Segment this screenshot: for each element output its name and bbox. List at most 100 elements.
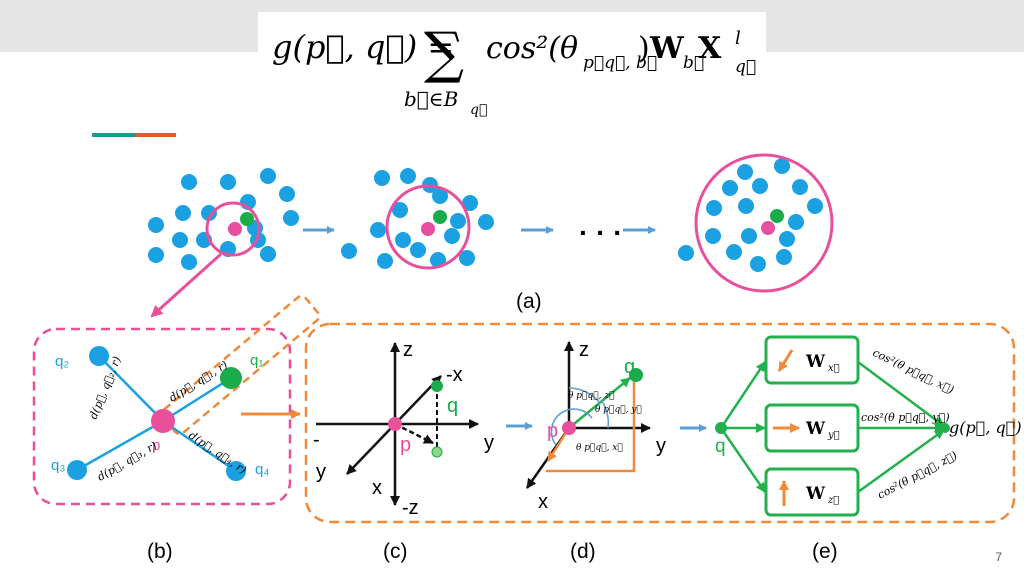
label-wy: W (805, 419, 826, 439)
neighbor-q4 (226, 461, 246, 481)
projected-point (431, 446, 443, 458)
ellipsis: · · · (579, 217, 623, 248)
center-point-p (388, 417, 402, 431)
edge-q-wz (719, 427, 767, 493)
projection-vector (394, 422, 434, 445)
projection-lines (546, 377, 636, 473)
label-p: p (547, 420, 558, 442)
panel-d: z q p y x θ p⃗q⃗, z⃗ θ p⃗q⃗, y⃗ θ p⃗q⃗, … (525, 339, 666, 563)
formula-x-superscript: l (735, 28, 741, 49)
neighbor-q3 (67, 460, 87, 480)
formula-close-paren: ) (638, 31, 650, 66)
label-theta-x: θ p⃗q⃗, x⃗ (576, 443, 623, 453)
label-cos-x: cos²(θ p⃗q⃗, x⃗) (871, 346, 956, 397)
receptive-ring-2 (385, 184, 471, 270)
label-neg-z: -z (402, 497, 419, 519)
edge-wz-out (857, 428, 945, 494)
zoom-arrow (150, 252, 223, 318)
point-cloud-2 (341, 168, 494, 269)
query-point-q-3 (770, 209, 784, 223)
label-wx: W (805, 352, 826, 372)
label-theta-z: θ p⃗q⃗, z⃗ (568, 391, 614, 401)
caption-b: (b) (147, 540, 173, 563)
label-cos-z: cos²(θ p⃗q⃗, z⃗) (875, 449, 959, 502)
page-number: 7 (995, 550, 1002, 564)
panel-b: q₂ q₁ q₃ q₄ p d(p⃗, q⃗₂, r) d(p⃗, q⃗₁, r… (32, 295, 321, 563)
label-y: y (484, 432, 494, 454)
label-p: p (152, 437, 160, 454)
formula: g(p⃗, q⃗) = ∑ cos²(θ p⃗q⃗, b⃗ ) W b⃗ X l… (272, 21, 756, 118)
label-q: q (715, 436, 726, 457)
panel-cde-frame (304, 322, 1016, 524)
label-cos-y: cos²(θ p⃗q⃗, y⃗) (861, 411, 950, 424)
label-d3: d(p⃗, q⃗₃, r) (95, 439, 159, 484)
label-wz: W (805, 484, 826, 504)
angle-arc-x (550, 408, 593, 446)
label-wz-sub: z⃗ (827, 495, 839, 506)
direction-arrow-x (777, 349, 794, 372)
accent-bar-teal (92, 133, 136, 137)
receptive-ring-3 (694, 153, 834, 293)
label-q3: q₃ (51, 457, 65, 474)
formula-w: W (649, 31, 685, 66)
neighbor-q2 (89, 346, 109, 366)
label-q2: q₂ (55, 353, 69, 370)
label-output: g(p⃗, q⃗) (949, 418, 1022, 437)
center-point-p-3 (761, 221, 775, 235)
label-theta-y: θ p⃗q⃗, y⃗ (595, 405, 642, 415)
label-y: y (656, 435, 666, 457)
label-z: z (403, 339, 413, 361)
label-wy-sub: y⃗ (827, 430, 840, 441)
center-p (151, 409, 175, 433)
label-q1: q₁ (250, 352, 263, 369)
label-d4: d(p⃗, q⃗₄, r) (186, 429, 248, 477)
formula-background (258, 12, 766, 56)
query-point-q-2 (433, 210, 447, 224)
formula-theta-subscript: p⃗q⃗, b⃗ (583, 53, 657, 73)
label-neg-x: -x (446, 364, 463, 386)
edge-wx-out (857, 360, 945, 428)
angle-arc-y (601, 400, 610, 429)
edge-p-q3 (76, 419, 164, 472)
caption-d: (d) (570, 540, 596, 563)
angle-arc-z (568, 387, 601, 404)
edge-p-q1 (162, 376, 232, 423)
formula-cos: cos²(θ (486, 31, 578, 66)
label-d2: d(p⃗, q⃗₂, r) (87, 355, 124, 422)
center-point-p-1 (228, 222, 242, 236)
accent-bar-orange (136, 133, 176, 137)
label-wx-sub: x⃗ (828, 363, 840, 374)
label-x: x (538, 491, 548, 513)
weight-box-z (764, 467, 860, 517)
caption-c: (c) (383, 540, 408, 563)
label-neg-y: - (313, 429, 320, 451)
formula-w-subscript: b⃗ (683, 53, 704, 73)
formula-x: X (698, 31, 722, 66)
caption-e: (e) (812, 540, 838, 563)
formula-sum-sign: ∑ (424, 21, 464, 86)
output-node (940, 423, 950, 433)
formula-sum-range-subscript: q⃗ (470, 102, 487, 118)
label-x: x (372, 477, 382, 499)
label-y-lower: y (316, 461, 326, 483)
panel-a: · · · (a) (148, 153, 834, 318)
formula-x-subscript: q⃗ (735, 57, 756, 77)
panel-e: W x⃗ W y⃗ W z⃗ cos²(θ p⃗q⃗, x⃗) cos²(θ p… (715, 335, 1022, 563)
receptive-ring-1 (205, 201, 261, 257)
input-node-q (715, 422, 727, 434)
label-z: z (579, 339, 589, 361)
weight-box-y (764, 403, 860, 453)
panel-b-frame (32, 327, 292, 506)
formula-lhs: g(p⃗, q⃗) = (272, 28, 454, 66)
edge-p-q2 (98, 355, 164, 422)
caption-a: (a) (516, 290, 542, 313)
axis-x (346, 423, 396, 475)
query-point-q (629, 368, 643, 382)
panel-c: z -x q p y - y x -z (c) (313, 339, 494, 563)
label-q4: q₄ (255, 461, 269, 478)
weight-box-x (764, 335, 860, 385)
edge-q-wx (719, 361, 767, 429)
label-p: p (400, 434, 411, 456)
query-point-q (431, 380, 443, 392)
